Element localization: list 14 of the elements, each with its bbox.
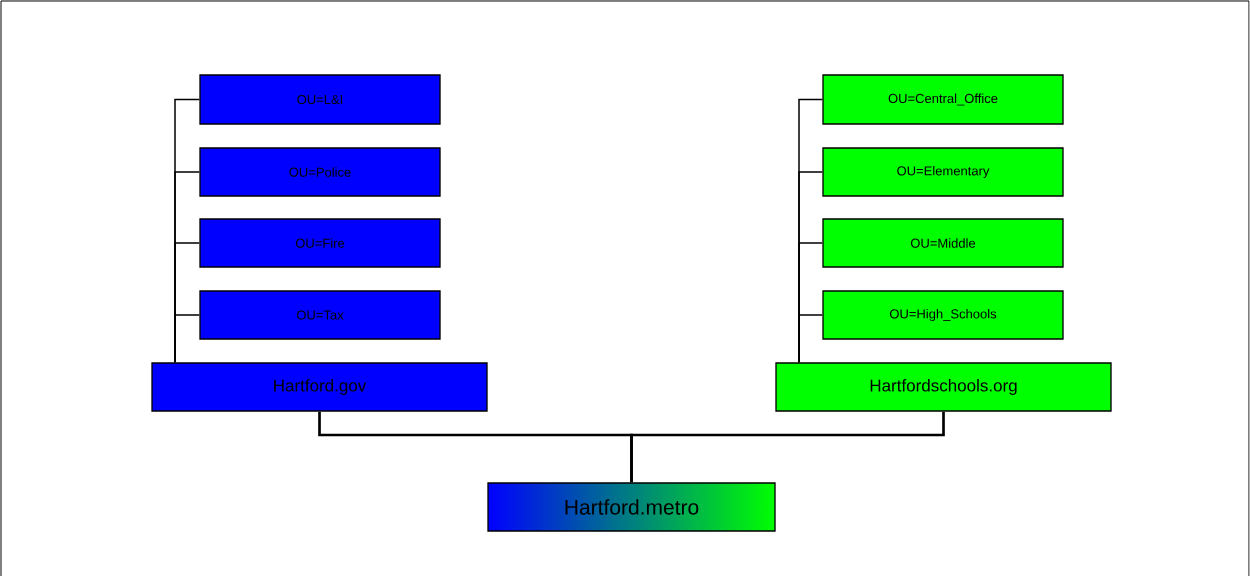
domain-box: OU=Central_Office (822, 74, 1064, 125)
domain-box: OU=High_Schools (822, 290, 1064, 340)
domain-box: Hartford.gov (151, 362, 488, 412)
domain-box: OU=Elementary (822, 147, 1064, 197)
domain-box: OU=Fire (199, 218, 441, 268)
domain-box: Hartfordschools.org (775, 362, 1112, 412)
domain-box: OU=Police (199, 147, 441, 197)
root-box: Hartford.metro (487, 482, 776, 532)
domain-box: OU=L&I (199, 74, 441, 125)
connector-line (630, 411, 945, 483)
domain-box: OU=Middle (822, 218, 1064, 268)
connector-line (798, 314, 824, 364)
domain-box: OU=Tax (199, 290, 441, 340)
connector-line (174, 314, 201, 364)
